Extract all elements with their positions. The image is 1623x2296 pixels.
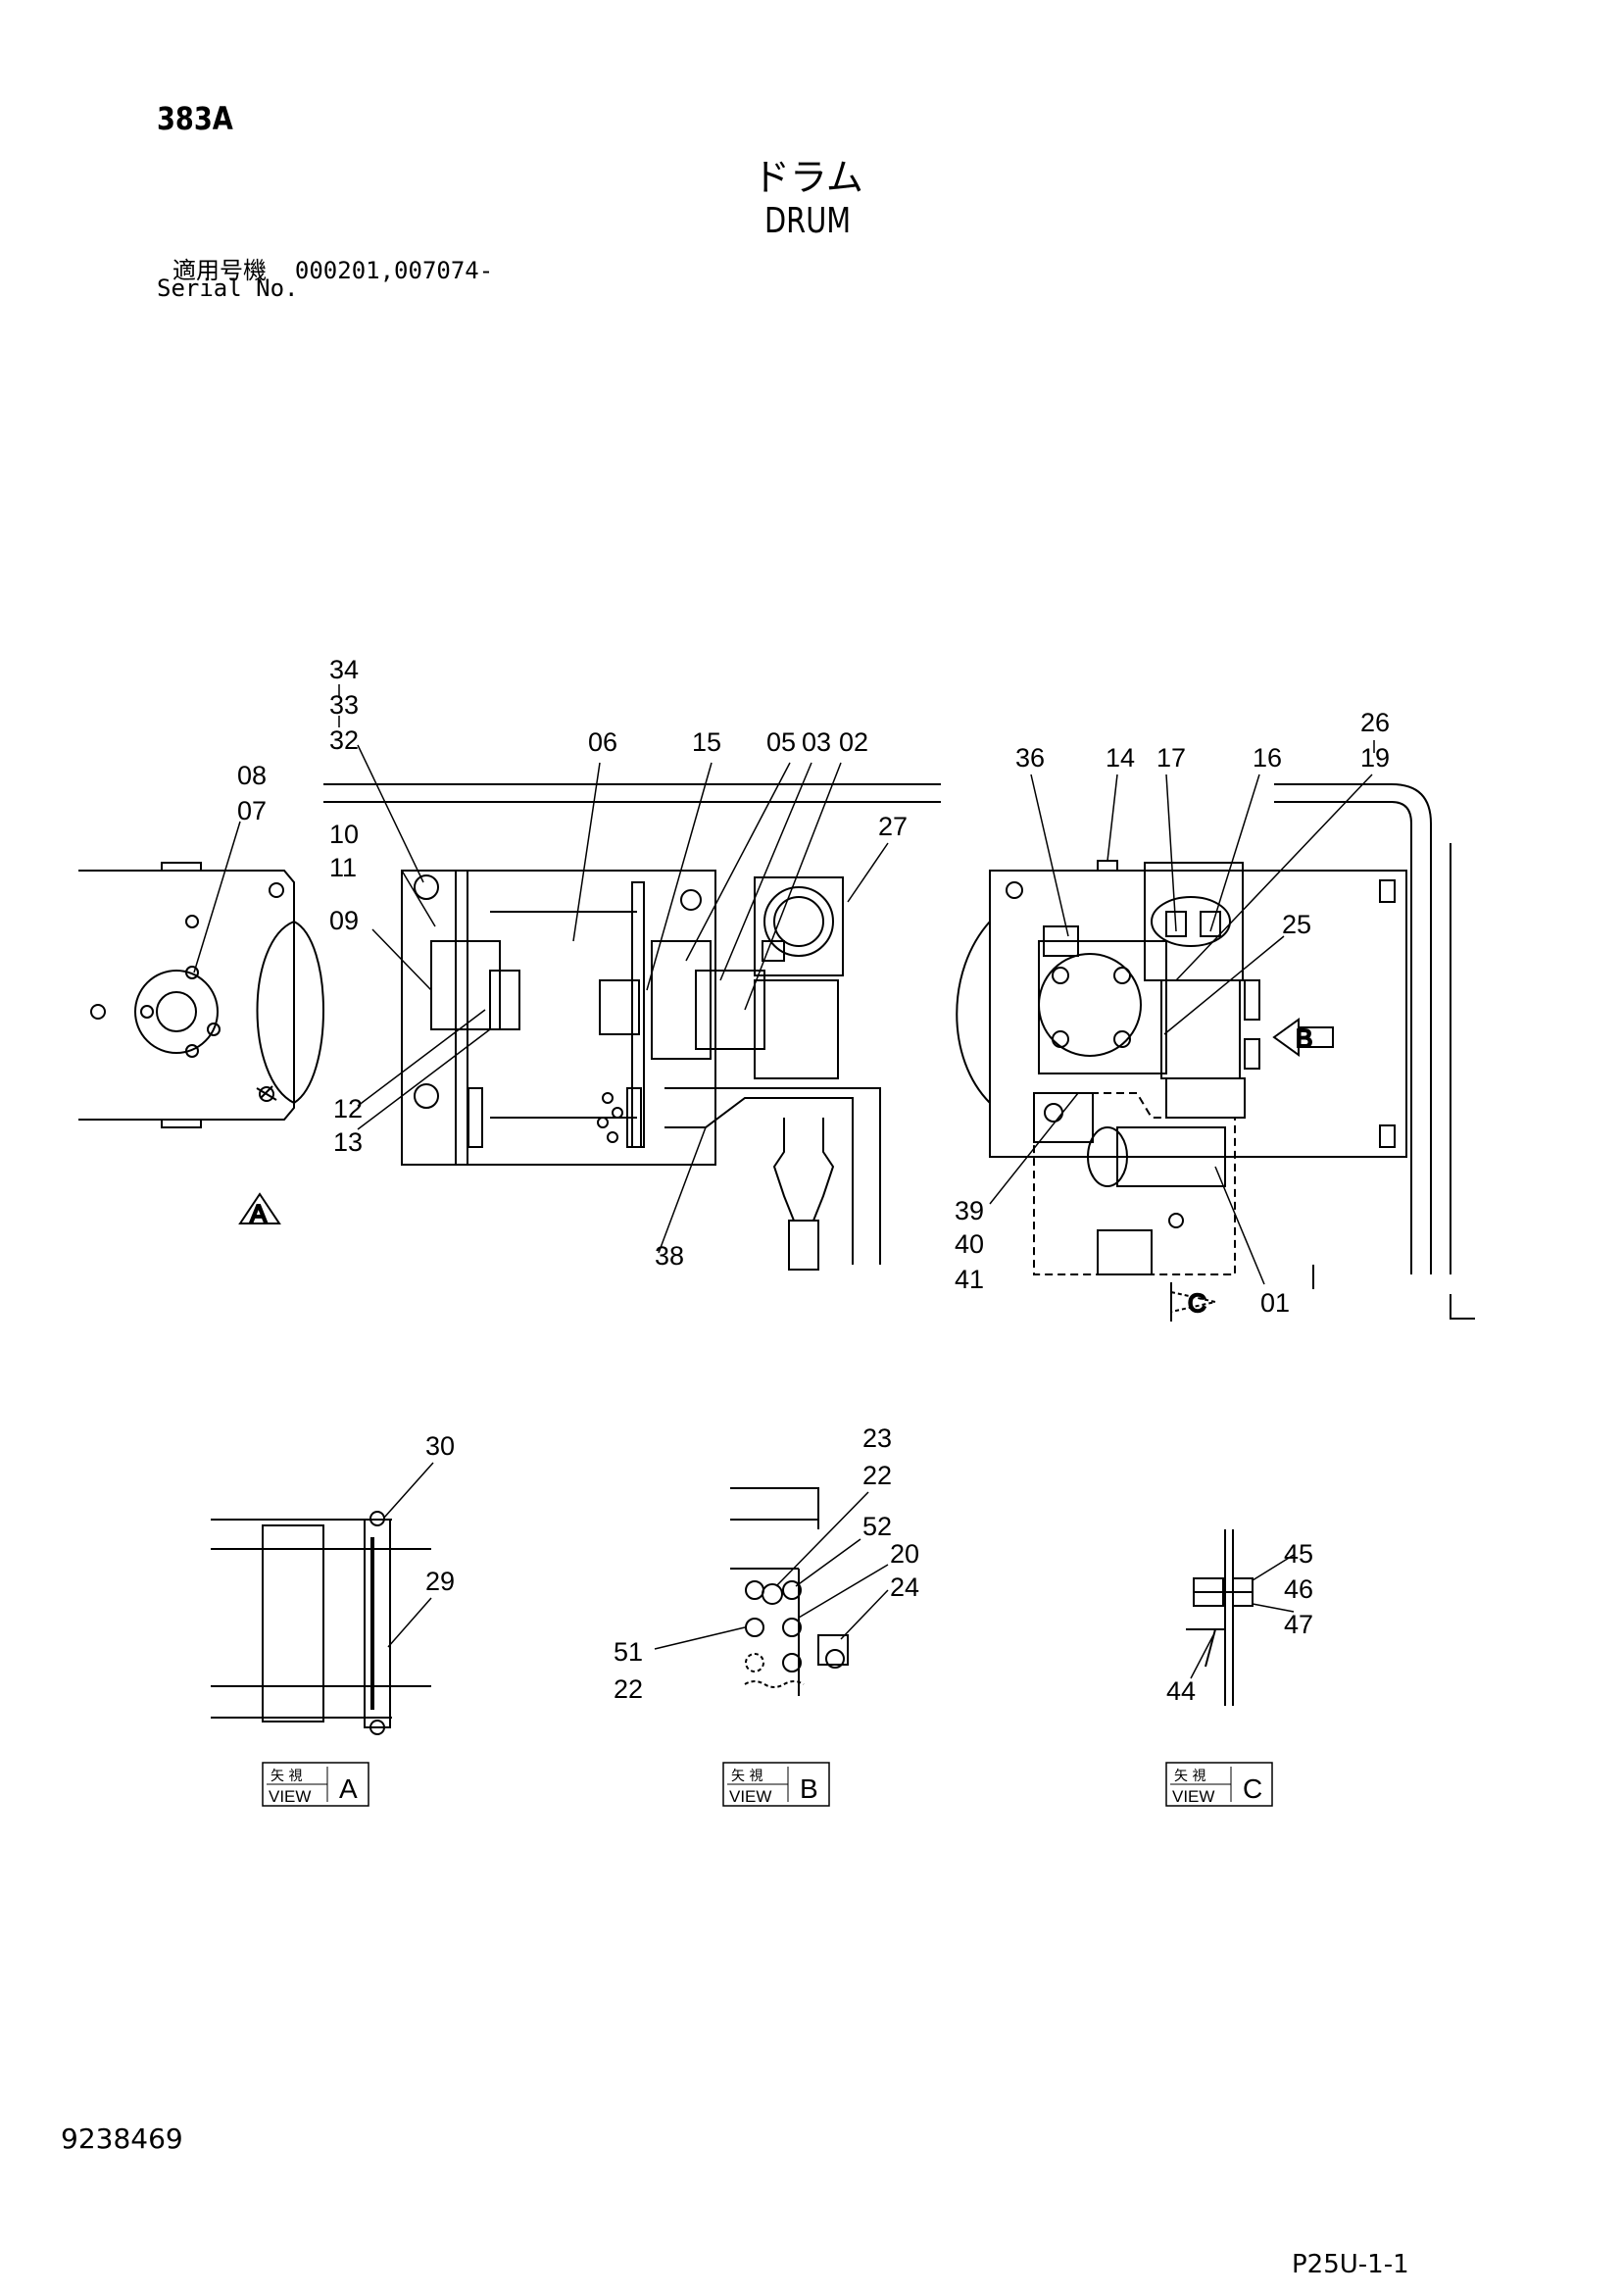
view-arrow-a-label: A <box>250 1199 268 1228</box>
view-c-detail <box>1186 1529 1295 1706</box>
view-b-label-jp: 矢 視 <box>731 1769 762 1784</box>
callout-15: 15 <box>692 727 721 757</box>
callout-14: 14 <box>1106 743 1135 773</box>
callout-30: 30 <box>425 1431 455 1461</box>
view-b-label-en: VIEW <box>729 1787 771 1806</box>
callout-51: 51 <box>614 1637 643 1667</box>
callout-01: 01 <box>1260 1288 1290 1318</box>
callout-34: 34 <box>329 655 359 684</box>
callout-05: 05 <box>766 727 796 757</box>
view-label-a <box>262 1762 369 1807</box>
left-end-view <box>78 862 324 1128</box>
leader-lines <box>193 684 1375 1285</box>
callout-25: 25 <box>1282 910 1311 939</box>
view-a-detail <box>211 1462 434 1735</box>
view-arrow-c-label: C <box>1188 1288 1206 1318</box>
callout-10: 10 <box>329 820 359 849</box>
callout-12: 12 <box>333 1094 363 1123</box>
callout-27: 27 <box>878 812 908 841</box>
callout-32: 32 <box>329 725 359 755</box>
callout-29: 29 <box>425 1567 455 1596</box>
view-arrow-a <box>238 1192 281 1224</box>
callout-03: 03 <box>802 727 831 757</box>
callout-08: 08 <box>237 761 267 790</box>
view-c-label-jp: 矢 視 <box>1174 1769 1205 1784</box>
callout-09: 09 <box>329 906 359 935</box>
callouts: 34 33 32 08 07 10 11 09 12 13 06 15 05 0… <box>237 655 1390 1706</box>
callout-36: 36 <box>1015 743 1045 773</box>
callout-17: 17 <box>1156 743 1186 773</box>
callout-26: 26 <box>1360 708 1390 737</box>
title-english: DRUM <box>764 201 852 241</box>
callout-22-bottom: 22 <box>614 1674 643 1704</box>
serial-label-english: Serial No. <box>157 275 299 302</box>
view-b-letter: B <box>800 1773 818 1804</box>
title-japanese: ドラム <box>753 156 863 199</box>
callout-39: 39 <box>955 1196 984 1225</box>
page-code: 383A <box>157 100 233 137</box>
view-a-label-en: VIEW <box>269 1787 311 1806</box>
view-label-b <box>722 1762 830 1807</box>
callout-41: 41 <box>955 1265 984 1294</box>
callout-44: 44 <box>1166 1676 1196 1706</box>
callout-02: 02 <box>839 727 868 757</box>
callout-19: 19 <box>1360 743 1390 773</box>
callout-16: 16 <box>1253 743 1282 773</box>
callout-47: 47 <box>1284 1610 1313 1639</box>
callout-52: 52 <box>862 1512 892 1541</box>
sheet-code: P25U-1-1 <box>1292 2250 1409 2279</box>
view-a-letter: A <box>339 1773 358 1804</box>
view-c-label-en: VIEW <box>1172 1787 1214 1806</box>
serial-line-japanese: 適用号機 000201,007074- <box>172 251 493 285</box>
callout-22-top: 22 <box>862 1461 892 1490</box>
callout-20: 20 <box>890 1539 919 1569</box>
callout-33: 33 <box>329 690 359 720</box>
center-frame-view <box>323 783 941 1271</box>
callout-40: 40 <box>955 1229 984 1259</box>
callout-45: 45 <box>1284 1539 1313 1569</box>
view-b-detail <box>654 1487 889 1696</box>
callout-24: 24 <box>890 1572 919 1602</box>
view-a-label-jp: 矢 視 <box>270 1769 302 1784</box>
view-label-c <box>1165 1762 1273 1807</box>
callout-46: 46 <box>1284 1574 1313 1604</box>
callout-13: 13 <box>333 1127 363 1157</box>
callout-11: 11 <box>329 853 357 882</box>
callout-06: 06 <box>588 727 617 757</box>
view-c-letter: C <box>1243 1773 1262 1804</box>
serial-label-jp: 適用号機 <box>172 257 267 284</box>
view-arrow-b-label: B <box>1296 1023 1312 1053</box>
serial-value: 000201,007074- <box>294 257 494 284</box>
right-side-view <box>956 783 1475 1320</box>
view-arrow-b <box>1272 1018 1334 1057</box>
document-number: 9238469 <box>61 2122 183 2155</box>
callout-23: 23 <box>862 1423 892 1453</box>
callout-38: 38 <box>655 1241 684 1271</box>
callout-07: 07 <box>237 796 267 825</box>
view-arrow-c <box>1170 1282 1216 1322</box>
